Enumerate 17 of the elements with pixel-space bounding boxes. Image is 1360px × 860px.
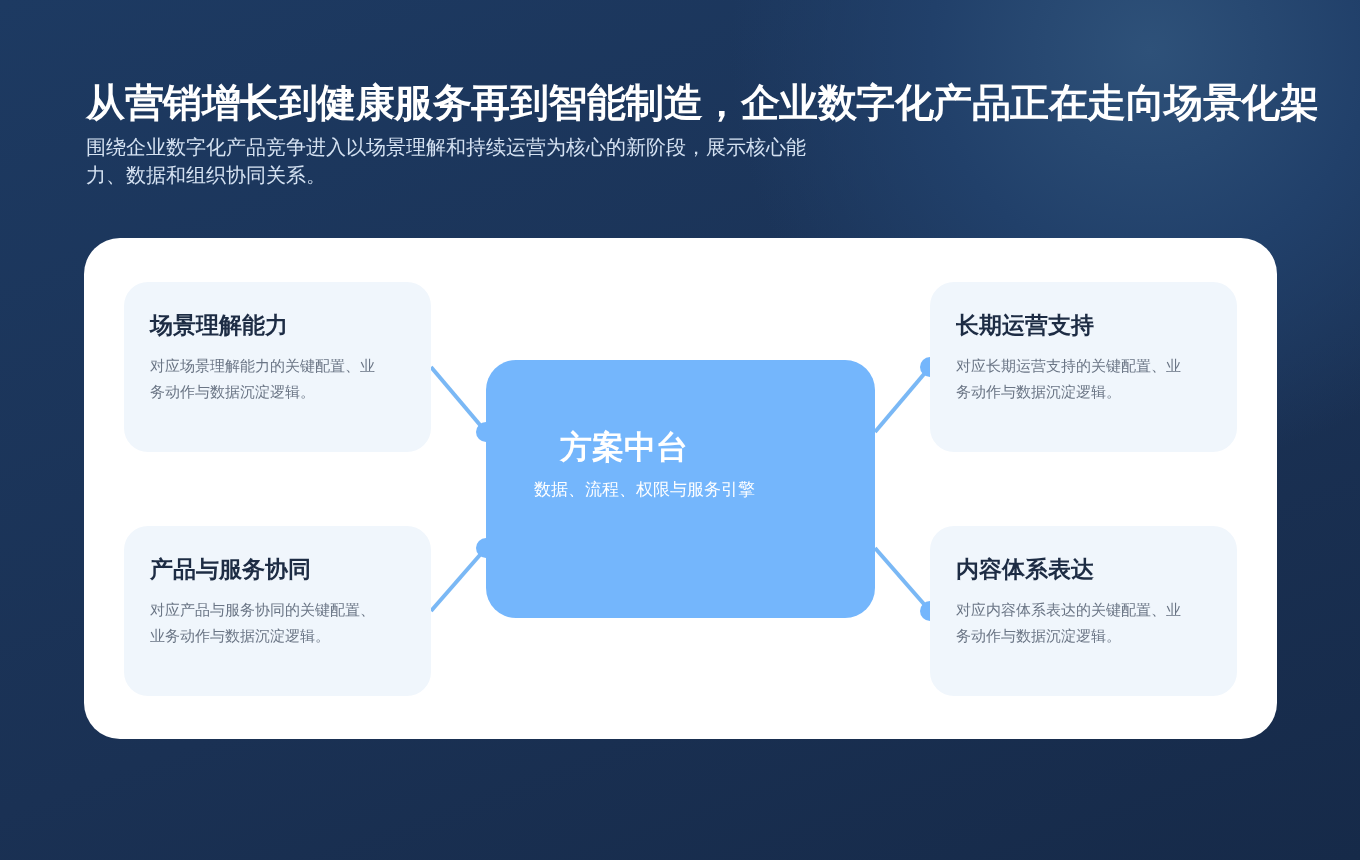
capability-card <box>930 526 1237 696</box>
node-description: 对应场景理解能力的关键配置、业务动作与数据沉淀逻辑。 <box>150 356 376 403</box>
hub-box <box>486 360 875 618</box>
node-title: 产品与服务协同 <box>150 555 312 584</box>
capability-card <box>124 282 431 452</box>
node-title: 场景理解能力 <box>150 311 289 340</box>
node-description: 数据、流程、权限与服务引擎 <box>534 478 756 501</box>
node-description: 对应长期运营支持的关键配置、业务动作与数据沉淀逻辑。 <box>956 356 1182 403</box>
capability-card <box>930 282 1237 452</box>
node-description: 对应产品与服务协同的关键配置、业务动作与数据沉淀逻辑。 <box>150 600 376 647</box>
capability-card <box>124 526 431 696</box>
node-title: 方案中台 <box>560 427 689 468</box>
page-title: 从营销增长到健康服务再到智能制造，企业数字化产品正在走向场景化架 <box>86 79 1318 127</box>
node-title: 长期运营支持 <box>956 311 1095 340</box>
node-description: 对应内容体系表达的关键配置、业务动作与数据沉淀逻辑。 <box>956 600 1182 647</box>
page-subtitle: 围绕企业数字化产品竞争进入以场景理解和持续运营为核心的新阶段，展示核心能力、数据和组织协同关系。 <box>86 135 807 189</box>
node-title: 内容体系表达 <box>956 555 1095 584</box>
